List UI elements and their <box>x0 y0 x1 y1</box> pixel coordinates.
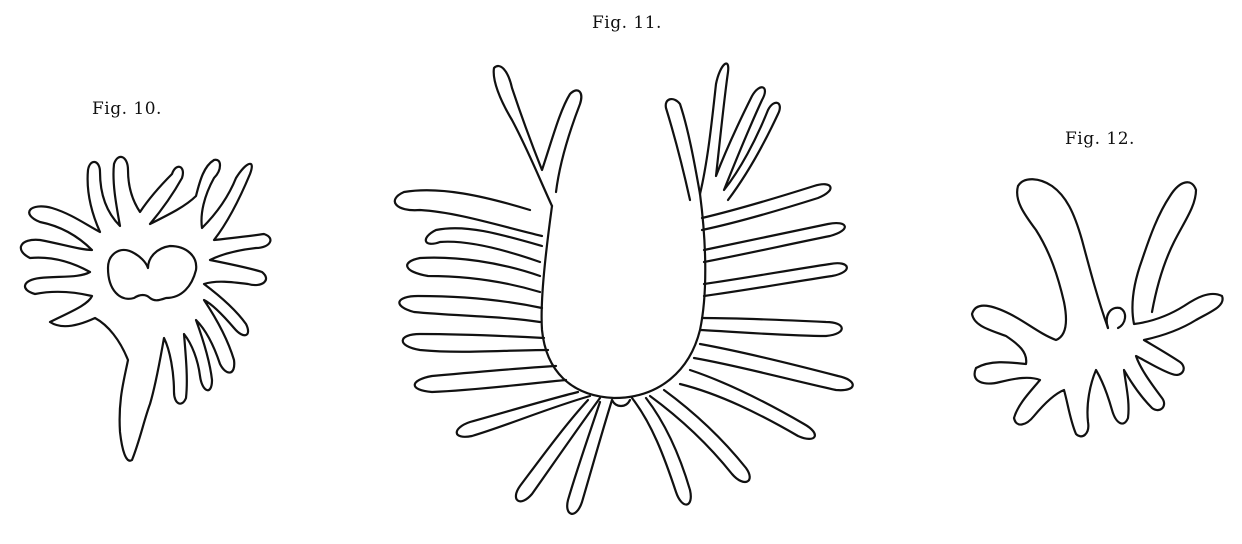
figure-12-outline <box>972 179 1223 436</box>
